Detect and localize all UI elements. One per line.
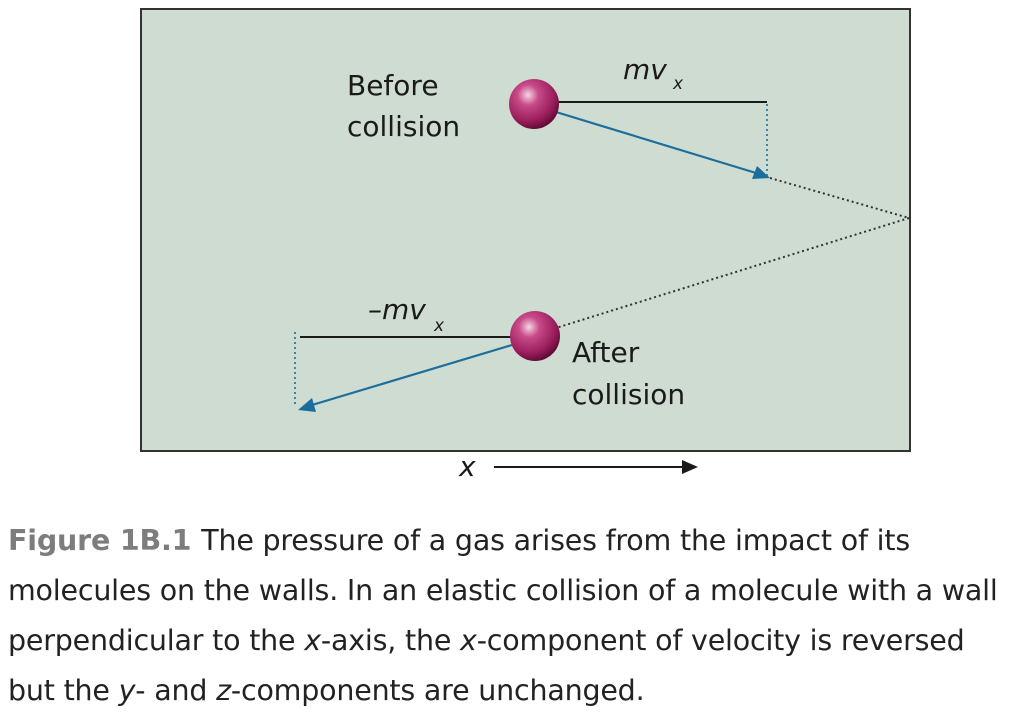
caption-segment-italic: z [216, 674, 231, 707]
caption-text: The pressure of a gas arises from the im… [8, 524, 998, 707]
momentum-before-subscript: x [672, 74, 684, 94]
caption-segment-italic: x [304, 624, 321, 657]
x-axis-label: x [458, 450, 476, 483]
caption-segment: -axis, the [320, 624, 461, 657]
before-label-line1: Before [347, 69, 439, 102]
figure-label: Figure 1B.1 [8, 524, 192, 557]
momentum-after-subscript: x [433, 316, 445, 336]
arrowhead-after [298, 398, 316, 412]
velocity-arrow-before [555, 110, 757, 175]
caption-segment-italic: y [118, 674, 136, 707]
path-to-wall [769, 177, 910, 219]
momentum-after-label: –mv [368, 293, 426, 326]
arrowhead-before [752, 166, 770, 179]
collision-diagram: Before collision mv x –mv x After collis… [140, 8, 911, 483]
velocity-arrow-after [311, 343, 513, 407]
caption-segment: The pressure of a gas arises from the im… [8, 524, 998, 657]
caption-segment-italic: x [460, 624, 477, 657]
path-from-wall [555, 217, 910, 329]
molecule-before [509, 79, 559, 129]
momentum-before-label: mv [623, 53, 667, 86]
after-label-line2: collision [572, 378, 685, 411]
molecule-after [510, 311, 560, 361]
after-label-line1: After [572, 336, 640, 369]
caption-segment: -component of velocity is reversed but t… [8, 624, 965, 707]
x-axis-arrowhead [682, 460, 698, 474]
caption-segment: - and [135, 674, 217, 707]
container-box [140, 8, 911, 452]
caption-segment: -components are unchanged. [230, 674, 645, 707]
before-label-line2: collision [347, 110, 460, 143]
